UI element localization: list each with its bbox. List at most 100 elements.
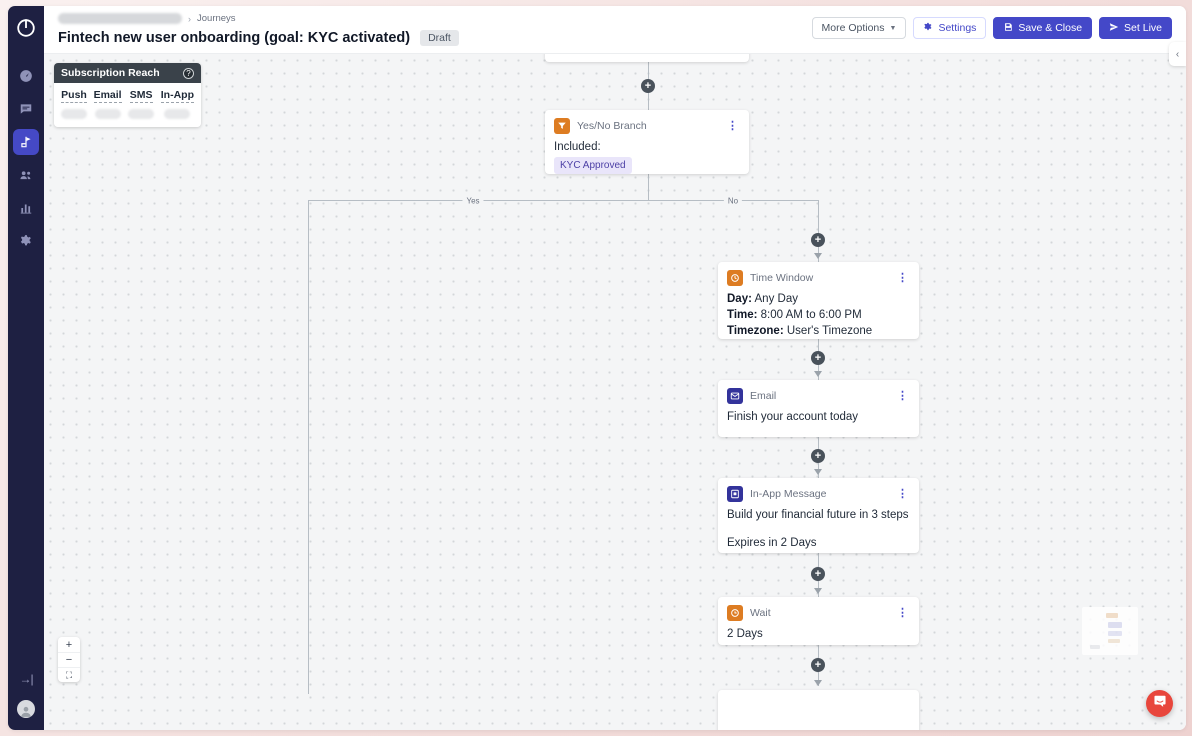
reach-value-redacted xyxy=(61,109,87,119)
node-type-label: Wait xyxy=(750,607,771,619)
node-card-inapp-message[interactable]: In-App Message ⋮ Build your financial fu… xyxy=(718,478,919,553)
gear-icon xyxy=(19,234,33,248)
in-app-message-icon xyxy=(727,486,743,502)
minimap xyxy=(1082,607,1138,655)
add-step-button[interactable]: + xyxy=(811,658,825,672)
reach-column-inapp[interactable]: In-App xyxy=(160,89,194,103)
journey-canvas[interactable]: Subscription Reach ? Push Email SMS xyxy=(44,54,1186,730)
kebab-menu-icon[interactable]: ⋮ xyxy=(897,606,908,619)
breadcrumb-chevron-icon: › xyxy=(188,13,191,24)
user-avatar[interactable] xyxy=(17,700,35,718)
kebab-menu-icon[interactable]: ⋮ xyxy=(897,389,908,402)
plus-icon: + xyxy=(814,567,822,580)
zoom-controls: + − ⛶ xyxy=(58,637,80,682)
wait-duration: 2 Days xyxy=(727,628,763,640)
add-step-button[interactable]: + xyxy=(641,79,655,93)
zoom-in-button[interactable]: + xyxy=(65,638,73,651)
sidebar-item-dashboard[interactable] xyxy=(13,63,39,89)
reach-value-redacted xyxy=(164,109,191,119)
node-card-email[interactable]: Email ⋮ Finish your account today xyxy=(718,380,919,437)
header: › Journeys Fintech new user onboarding (… xyxy=(44,6,1186,54)
onesignal-logo-icon[interactable] xyxy=(13,15,39,41)
add-step-button[interactable]: + xyxy=(811,233,825,247)
node-type-label: In-App Message xyxy=(750,488,827,500)
save-close-button[interactable]: Save & Close xyxy=(993,17,1093,39)
email-icon xyxy=(727,388,743,404)
reach-value-redacted xyxy=(128,109,155,119)
node-card-partial-bottom[interactable] xyxy=(718,690,919,730)
collapse-panel-button[interactable]: ‹ xyxy=(1169,42,1186,66)
inapp-message-name: Build your financial future in 3 steps xyxy=(727,509,909,521)
node-card-wait[interactable]: Wait ⋮ 2 Days xyxy=(718,597,919,645)
zoom-out-button[interactable]: − xyxy=(58,652,80,667)
connector-line xyxy=(648,174,649,200)
add-step-button[interactable]: + xyxy=(811,567,825,581)
node-type-label: Yes/No Branch xyxy=(577,120,647,132)
sidebar-item-settings[interactable] xyxy=(13,228,39,254)
sidebar-item-journeys[interactable] xyxy=(13,129,39,155)
users-icon xyxy=(19,168,33,182)
time-window-timezone-label: Timezone: xyxy=(727,325,784,337)
no-branch-line xyxy=(818,200,819,686)
arrow-down-icon xyxy=(814,469,822,475)
add-step-button[interactable]: + xyxy=(811,351,825,365)
wait-icon xyxy=(727,605,743,621)
reach-value-redacted xyxy=(94,109,121,119)
more-options-label: More Options xyxy=(821,22,885,34)
gear-icon xyxy=(923,22,933,35)
node-card-time-window[interactable]: Time Window ⋮ Day: Any Day Time: 8:00 AM… xyxy=(718,262,919,339)
arrow-down-icon xyxy=(814,680,822,686)
email-message-name: Finish your account today xyxy=(727,411,859,423)
app-window: →| › Journeys Fintech new user onboardin… xyxy=(8,6,1186,730)
plus-icon: + xyxy=(814,658,822,671)
set-live-label: Set Live xyxy=(1124,22,1162,34)
chat-icon xyxy=(19,102,33,116)
time-window-time-value: 8:00 AM to 6:00 PM xyxy=(757,309,862,321)
reach-column-push[interactable]: Push xyxy=(61,89,87,103)
help-icon[interactable]: ? xyxy=(183,67,194,79)
set-live-button[interactable]: Set Live xyxy=(1099,17,1172,39)
arrow-down-icon xyxy=(814,371,822,377)
chat-bubble-icon xyxy=(1153,694,1167,713)
kebab-menu-icon[interactable]: ⋮ xyxy=(897,271,908,284)
reach-column-email[interactable]: Email xyxy=(93,89,122,103)
page-title: Fintech new user onboarding (goal: KYC a… xyxy=(58,30,411,46)
sidebar: →| xyxy=(8,6,44,730)
intercom-chat-button[interactable] xyxy=(1146,690,1173,717)
add-step-button[interactable]: + xyxy=(811,449,825,463)
more-options-button[interactable]: More Options ▼ xyxy=(811,17,907,39)
sidebar-item-messages[interactable] xyxy=(13,96,39,122)
branch-included-label: Included: xyxy=(554,141,601,153)
plus-icon: + xyxy=(814,351,822,364)
branch-yes-label: Yes xyxy=(462,196,484,206)
settings-label: Settings xyxy=(938,22,977,34)
arrow-down-icon xyxy=(814,253,822,259)
kebab-menu-icon[interactable]: ⋮ xyxy=(727,119,738,132)
send-icon xyxy=(1109,22,1119,35)
chevron-down-icon: ▼ xyxy=(889,24,897,32)
sidebar-item-analytics[interactable] xyxy=(13,195,39,221)
breadcrumb-journeys-link[interactable]: Journeys xyxy=(197,13,236,24)
plus-icon: + xyxy=(814,449,822,462)
branch-no-label: No xyxy=(723,196,743,206)
node-card-yesno-branch[interactable]: Yes/No Branch ⋮ Included: KYC Approved xyxy=(545,110,749,174)
node-type-label: Time Window xyxy=(750,272,814,284)
node-card-partial-top[interactable] xyxy=(545,54,749,62)
bar-chart-icon xyxy=(19,201,33,215)
filter-icon xyxy=(554,118,570,134)
expand-sidebar-button[interactable]: →| xyxy=(19,672,33,686)
kebab-menu-icon[interactable]: ⋮ xyxy=(897,487,908,500)
reach-column-sms[interactable]: SMS xyxy=(129,89,153,103)
time-window-time-label: Time: xyxy=(727,309,758,321)
sidebar-item-audience[interactable] xyxy=(13,162,39,188)
time-window-timezone-value: User's Timezone xyxy=(783,325,873,337)
branch-split-line xyxy=(308,200,819,201)
arrow-down-icon xyxy=(814,588,822,594)
save-close-label: Save & Close xyxy=(1018,22,1083,34)
time-window-day-value: Any Day xyxy=(751,293,798,305)
breadcrumb: › Journeys xyxy=(58,13,236,24)
subscription-reach-panel: Subscription Reach ? Push Email SMS xyxy=(54,63,201,127)
fit-view-button[interactable]: ⛶ xyxy=(58,667,80,682)
settings-button[interactable]: Settings xyxy=(913,17,987,39)
yes-branch-line xyxy=(308,200,309,694)
